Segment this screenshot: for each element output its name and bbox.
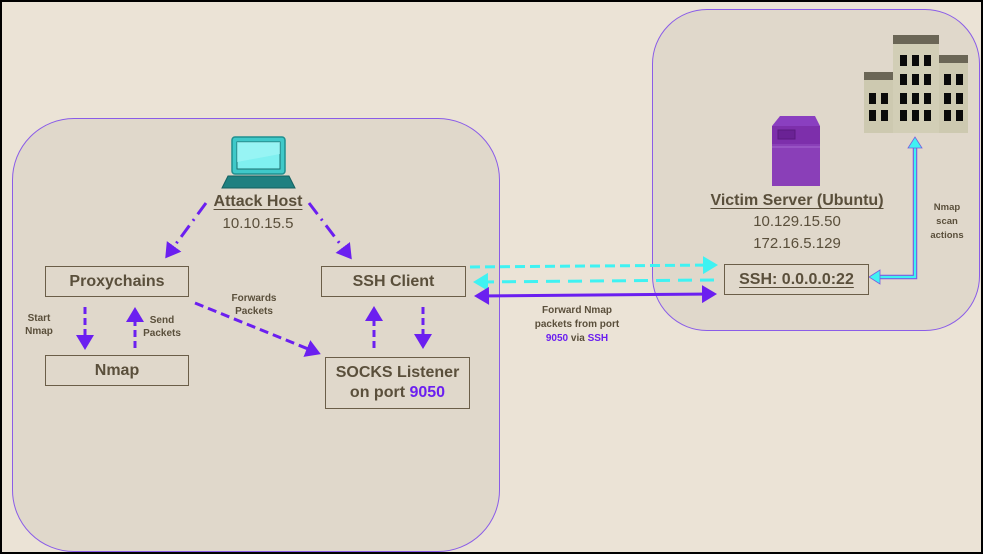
forward-nmap-label: Forward Nmap packets from port 9050 via …: [527, 304, 627, 346]
ssh-server-label: SSH: 0.0.0.0:22: [739, 270, 854, 288]
send-packets-line2: Packets: [143, 328, 181, 339]
forwards-packets-line2: Packets: [235, 306, 273, 317]
arrow-cyan-to-client: [473, 272, 715, 291]
arrow-host-to-ssh-client: [307, 202, 352, 260]
ssh-server-box: SSH: 0.0.0.0:22: [724, 264, 869, 295]
forward-nmap-ssh: SSH: [587, 333, 609, 344]
forwards-packets-label: Forwards Packets: [224, 292, 284, 318]
proxychains-label: Proxychains: [69, 272, 165, 290]
socks-port: 9050: [409, 384, 446, 401]
nmap-scan-line2: scan: [936, 216, 958, 227]
forward-nmap-port: 9050: [545, 333, 569, 344]
nmap-scan-line1: Nmap: [933, 202, 961, 213]
socks-port-prefix: on port: [349, 384, 410, 401]
start-nmap-line1: Start: [27, 313, 51, 324]
nmap-scan-line3: actions: [930, 230, 964, 241]
forward-nmap-line2: packets from port: [534, 319, 620, 330]
victim-ip-2: 172.16.5.129: [753, 235, 841, 252]
socks-port-line: on port 9050: [350, 383, 445, 403]
nmap-label: Nmap: [94, 361, 140, 379]
forwards-packets-line1: Forwards: [231, 293, 277, 304]
proxychains-box: Proxychains: [45, 266, 189, 297]
victim-server-title: Victim Server (Ubuntu): [710, 192, 884, 209]
start-nmap-label: Start Nmap: [19, 312, 59, 338]
send-packets-line1: Send: [149, 315, 175, 326]
nmap-scan-actions-label: Nmap scan actions: [925, 201, 969, 243]
victim-ip-1: 10.129.15.50: [753, 213, 841, 230]
forward-nmap-via: via: [568, 333, 588, 344]
arrow-ssh-tunnel: [474, 285, 717, 305]
server-icon: [772, 116, 820, 186]
forward-nmap-line3: 9050 via SSH: [527, 332, 627, 346]
attack-host-title: Attack Host: [213, 193, 303, 210]
laptop-icon: [221, 136, 296, 189]
attack-host-ip: 10.10.15.5: [222, 215, 294, 232]
ssh-client-box: SSH Client: [321, 266, 466, 297]
socks-listener-box: SOCKS Listener on port 9050: [325, 357, 470, 409]
arrow-cyan-to-victim: [469, 256, 718, 275]
forward-nmap-line1: Forward Nmap: [541, 305, 612, 316]
arrow-forwards-packets: [194, 301, 321, 357]
send-packets-label: Send Packets: [140, 314, 184, 340]
start-nmap-line2: Nmap: [25, 326, 53, 337]
ssh-client-label: SSH Client: [352, 272, 435, 290]
arrow-host-to-proxychains: [165, 202, 208, 259]
socks-listener-label: SOCKS Listener: [335, 364, 460, 381]
nmap-box: Nmap: [45, 355, 189, 386]
building-icon: [864, 35, 968, 133]
